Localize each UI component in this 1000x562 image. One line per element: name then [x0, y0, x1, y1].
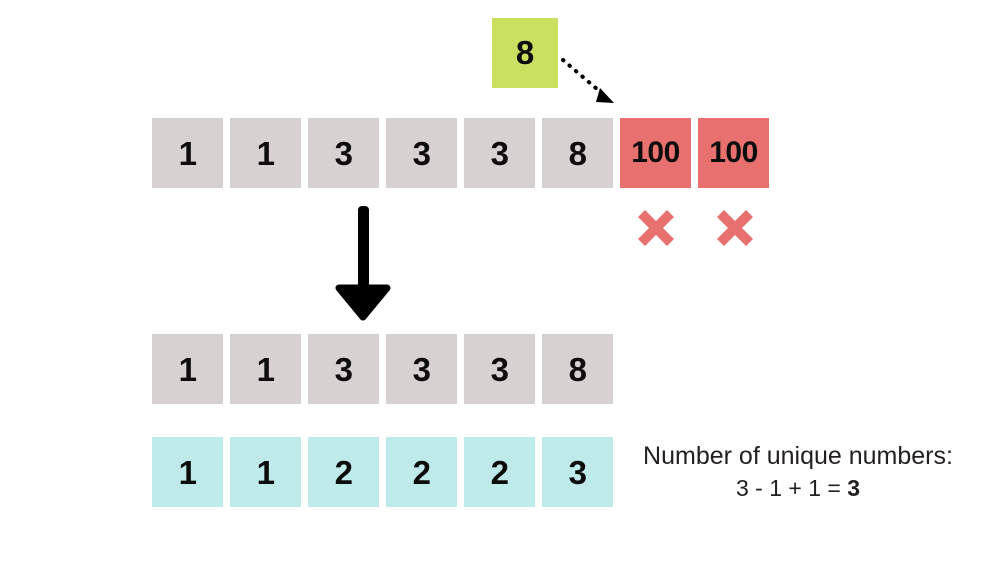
count-row-cell-2: 2 — [308, 437, 379, 507]
down-arrow-icon — [335, 206, 391, 321]
middle-row-cell-0: 1 — [152, 334, 223, 404]
count-row-cell-1: 1 — [230, 437, 301, 507]
result-caption: Number of unique numbers: 3 - 1 + 1 = 3 — [628, 440, 968, 503]
x-mark-icon-2 — [717, 210, 753, 246]
top-row-cell-3: 3 — [386, 118, 457, 188]
x-mark-icon-1 — [638, 210, 674, 246]
count-row-cell-4: 2 — [464, 437, 535, 507]
caption-equation: 3 - 1 + 1 = 3 — [628, 473, 968, 503]
count-row-cell-0: 1 — [152, 437, 223, 507]
input-value-box: 8 — [492, 18, 558, 88]
dotted-arrow-icon — [561, 58, 614, 103]
top-row-cell-5: 8 — [542, 118, 613, 188]
top-row-cell-6: 100 — [620, 118, 691, 188]
middle-row-cell-2: 3 — [308, 334, 379, 404]
top-row-cell-7: 100 — [698, 118, 769, 188]
middle-row-cell-5: 8 — [542, 334, 613, 404]
middle-row-cell-3: 3 — [386, 334, 457, 404]
top-row-cell-2: 3 — [308, 118, 379, 188]
caption-line-1: Number of unique numbers: — [643, 442, 953, 470]
top-row-cell-4: 3 — [464, 118, 535, 188]
count-row-cell-3: 2 — [386, 437, 457, 507]
middle-row-cell-1: 1 — [230, 334, 301, 404]
equation-expression: 3 - 1 + 1 = — [735, 475, 848, 501]
middle-row-cell-4: 3 — [464, 334, 535, 404]
top-row-cell-0: 1 — [152, 118, 223, 188]
count-row-cell-5: 3 — [542, 437, 613, 507]
top-row-cell-1: 1 — [230, 118, 301, 188]
equation-result: 3 — [847, 475, 861, 501]
